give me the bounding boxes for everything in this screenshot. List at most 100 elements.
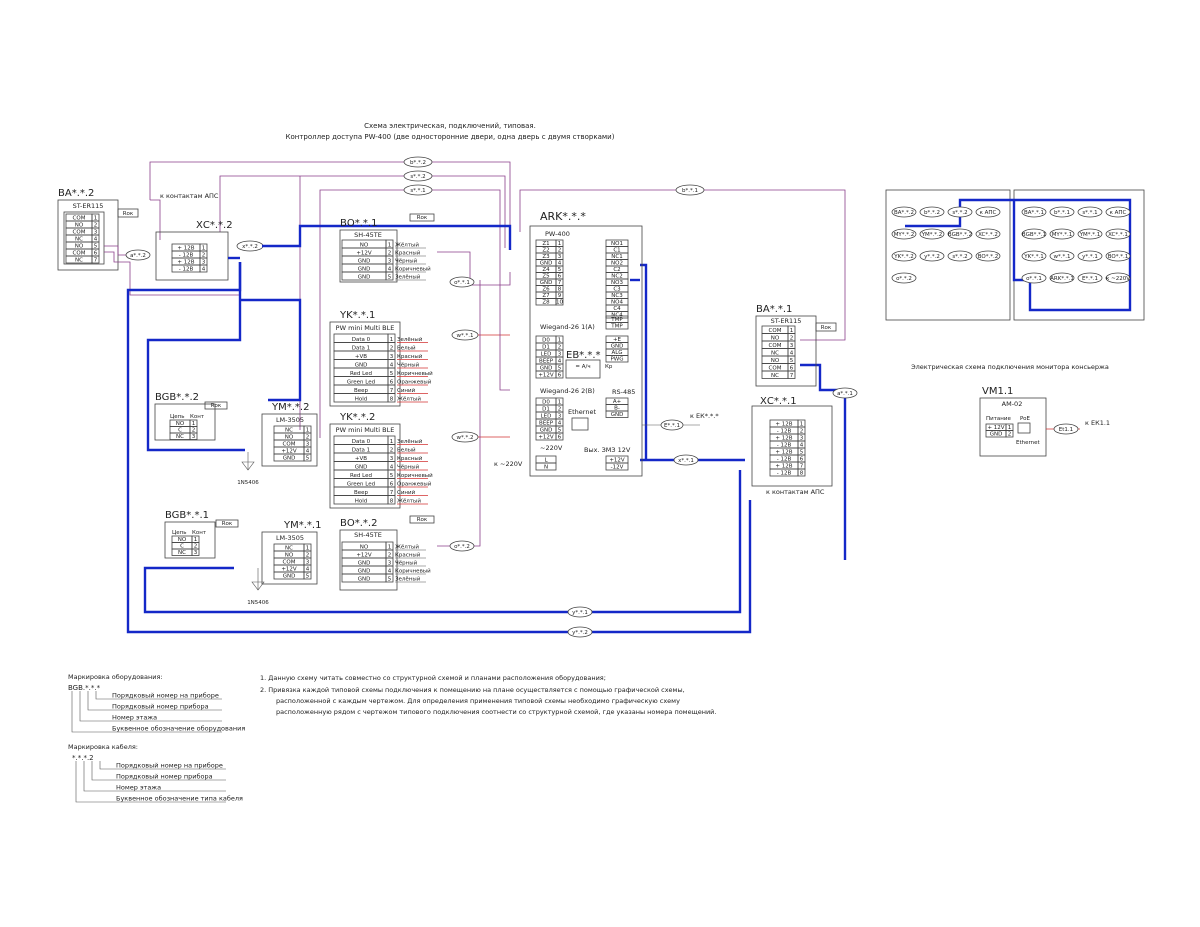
ark-wg2-label: D0 (542, 400, 550, 406)
ba1-row-num: 5 (790, 358, 794, 364)
xc2-row-label: + 12В (177, 246, 194, 252)
vm-to: к ЕК1.1 (1085, 419, 1110, 427)
vm-title: Электрическая схема подключения монитора… (911, 363, 1109, 371)
ym1-row-label: +12V (281, 567, 297, 573)
miniright-node (1049, 250, 1075, 262)
note-2: 2. Привязка каждой типовой схемы подключ… (260, 686, 685, 694)
xc2-row-num: 4 (202, 267, 206, 273)
xc1-row-num: 5 (800, 450, 804, 456)
minileft-label: MY*.*.2 (894, 232, 915, 238)
ba2-row-num: 2 (94, 223, 98, 229)
ym2-row-num: 2 (306, 435, 310, 441)
ark-zone-num: 5 (558, 267, 562, 273)
yk1-row-wire-color: Чёрный (397, 362, 420, 369)
ym2-row-label: NC (285, 428, 293, 434)
ark-wg2-title: Wiegand-26 2(В) (540, 387, 595, 395)
bgb2-row-label: NO (176, 421, 185, 427)
cable-w1-label: w*.*.1 (457, 333, 474, 339)
bo2-row-num: 1 (388, 545, 392, 551)
legequip-item: Порядковый номер прибора (112, 703, 209, 711)
yk2-row-wire-color: Белый (397, 447, 416, 454)
yk2-row-label: Data 0 (352, 439, 371, 445)
minileft-node (975, 206, 1001, 218)
miniright-label: b*.*.1 (1054, 210, 1070, 216)
cable-o1-label: o*.*.1 (454, 280, 470, 286)
bo1-name: ВО*.*.1 (340, 218, 377, 229)
ark-out12-label: -12V (611, 465, 624, 471)
ark-zone-label: Z7 (542, 293, 550, 299)
xc1-row-num: 1 (800, 422, 804, 428)
legequip-leader (95, 691, 222, 700)
miniright-label: y*.*.1 (1082, 254, 1098, 260)
xc2-name: ХС*.*.2 (196, 220, 233, 231)
ym1-row-num-cell (303, 571, 312, 580)
yk2-row-num-cell (387, 495, 396, 505)
ym1-model: LM-3505 (276, 534, 304, 542)
cable-w2-label: w*.*.2 (457, 435, 474, 441)
yk1-row-num: 3 (390, 354, 394, 360)
yk1-row-wire-color: Оранжевый (397, 379, 432, 386)
vm-power: Питание (986, 416, 1011, 422)
ark-pwr-label: ALG (611, 350, 622, 356)
miniright-node (1021, 272, 1047, 284)
minileft-node (947, 206, 973, 218)
miniright-node (1021, 250, 1047, 262)
xc1-row-label: - 12В (777, 457, 792, 463)
ark-pwr-label: GND (611, 344, 624, 350)
ba2-row-num: 7 (94, 258, 98, 264)
miniright-node (1105, 228, 1131, 240)
ym1-row-num: 1 (306, 546, 310, 552)
yk2-row-num: 5 (390, 473, 394, 479)
power-lines (126, 224, 847, 634)
legequip-leader (87, 691, 222, 711)
bo2-row-num: 5 (388, 577, 392, 583)
cable-b2 (403, 156, 433, 168)
miniright-node (1021, 206, 1047, 218)
ark-out-cell (605, 311, 629, 319)
minileft-node (891, 228, 917, 240)
yk1-row-wire-color: Коричневый (397, 370, 433, 377)
bo2-row-label: NO (360, 545, 369, 551)
ark-out-label: C3 (613, 287, 621, 293)
bo2-row-label: GND (358, 577, 371, 583)
ba2-row-num: 4 (94, 237, 98, 243)
minileft-node (975, 228, 1001, 240)
ark-zone-label: Z3 (542, 254, 550, 260)
miniright-label: w*.*.1 (1054, 254, 1071, 260)
ym2-row-num: 4 (306, 449, 310, 455)
miniright-label: BGB*.*.1 (1022, 232, 1046, 238)
ym1-name: YM*.*.1 (283, 520, 321, 531)
bgb1-rok: Rок (222, 521, 233, 527)
yk2-row-label: Red Led (350, 473, 372, 479)
ark-wg2-label: BEEP (539, 421, 554, 427)
bo1-row-wire-color: Жёлтый (395, 242, 419, 249)
xc1-note: к контактам АПС (766, 488, 825, 496)
minileft-node (919, 228, 945, 240)
yk1-row-label: Data 0 (352, 337, 371, 343)
ym1-row-num: 2 (306, 553, 310, 559)
ba2-row-num-cell (91, 255, 100, 264)
vm-row-label: + 12V (987, 425, 1004, 431)
cable-e1-label: E*.*.1 (664, 423, 680, 429)
bgb1-name: BGB*.*.1 (165, 510, 209, 521)
minileft-node (947, 228, 973, 240)
bo2-row-num: 2 (388, 553, 392, 559)
bo1-rok: Rок (417, 215, 428, 221)
notes: 1. Данную схему читать совместно со стру… (260, 674, 716, 716)
ark-rs-label: GND (611, 412, 624, 418)
ark-mains: ~220V (540, 444, 563, 452)
ym2-row-label: GND (283, 456, 296, 462)
ark-out-label: NO1 (611, 241, 623, 247)
xc2-row-num: 1 (202, 246, 206, 252)
miniright-label: ВА*.*.1 (1024, 210, 1044, 216)
ark-wg1-num: 6 (558, 373, 562, 379)
yk2-row-wire-color: Оранжевый (397, 481, 432, 488)
xc2-note: к контактам АПС (160, 192, 219, 200)
ark-mains-cell (535, 462, 557, 471)
minileft-label: BO*.*.2 (978, 254, 999, 260)
minileft-node (891, 272, 917, 284)
legcable-leader (83, 761, 226, 792)
